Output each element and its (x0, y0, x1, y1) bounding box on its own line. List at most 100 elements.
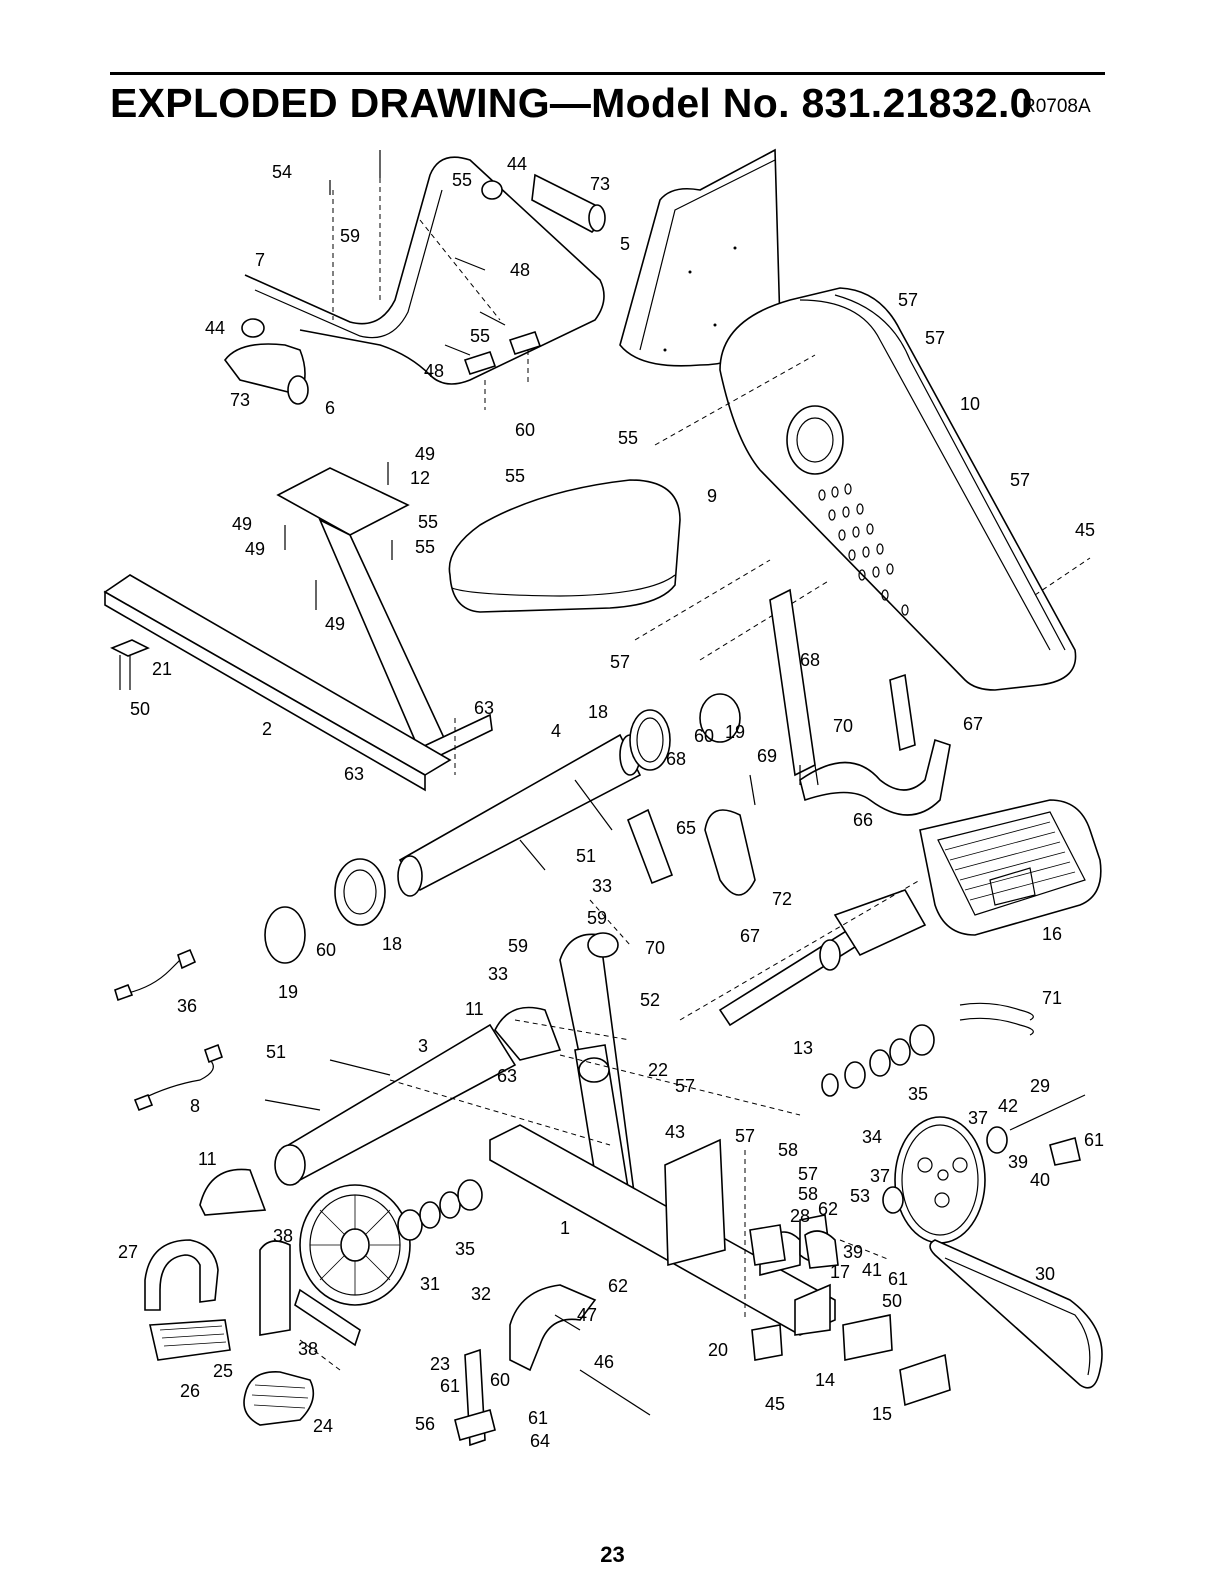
callout: 40 (1030, 1170, 1050, 1190)
callout: 18 (588, 702, 608, 722)
callout: 29 (1030, 1076, 1050, 1096)
callout: 59 (508, 936, 528, 956)
callout: 35 (908, 1084, 928, 1104)
callout: 24 (313, 1416, 333, 1436)
callout: 30 (1035, 1264, 1055, 1284)
callout: 12 (410, 468, 430, 488)
callout: 70 (833, 716, 853, 736)
callout: 15 (872, 1404, 892, 1424)
crank-pulley (294, 1184, 411, 1347)
callout: 57 (898, 290, 918, 310)
callout: 63 (344, 764, 364, 784)
callout: 21 (152, 659, 172, 679)
callout: 57 (610, 652, 630, 672)
base-frame (489, 1124, 836, 1336)
callout: 69 (757, 746, 777, 766)
callout: 11 (198, 1149, 217, 1169)
seat-cushion (448, 479, 681, 613)
callout: 66 (853, 810, 873, 830)
callout: 59 (587, 908, 607, 928)
callout: 61 (1084, 1130, 1104, 1150)
callout: 58 (798, 1184, 818, 1204)
callout: 68 (800, 650, 820, 670)
callout: 9 (707, 486, 717, 506)
bearing-set-lower (397, 1179, 483, 1241)
callout: 48 (424, 361, 444, 381)
callout: 73 (230, 390, 250, 410)
callout: 65 (676, 818, 696, 838)
callout: 55 (618, 428, 638, 448)
page-title: EXPLODED DRAWING—Model No. 831.21832.0 (110, 80, 1033, 126)
callout: 55 (415, 537, 435, 557)
callout: 49 (232, 514, 252, 534)
callout: 72 (772, 889, 792, 909)
callout: 17 (830, 1262, 850, 1282)
callout: 67 (740, 926, 760, 946)
callout: 67 (963, 714, 983, 734)
callout: 10 (960, 394, 980, 414)
callout: 4 (551, 721, 561, 741)
callout: 45 (765, 1394, 785, 1414)
callout: 50 (130, 699, 150, 719)
callout: 61 (528, 1408, 548, 1428)
callout: 23 (430, 1354, 450, 1374)
callout: 19 (278, 982, 298, 1002)
side-handles (626, 588, 951, 896)
callout: 32 (471, 1284, 491, 1304)
callout: 2 (262, 719, 272, 739)
pedals (144, 1239, 315, 1426)
callout: 50 (882, 1291, 902, 1311)
callout: 51 (266, 1042, 286, 1062)
callout: 20 (708, 1340, 728, 1360)
callout: 26 (180, 1381, 200, 1401)
callout: 1 (560, 1218, 570, 1238)
callout: 60 (694, 726, 714, 746)
callout: 37 (968, 1108, 988, 1128)
callout: 61 (888, 1269, 908, 1289)
callout: 61 (440, 1376, 460, 1396)
callout: 60 (515, 420, 535, 440)
callout: 28 (790, 1206, 810, 1226)
callout: 57 (925, 328, 945, 348)
callout: 43 (665, 1122, 685, 1142)
console-mast (679, 879, 927, 1027)
callout: 51 (576, 846, 596, 866)
upper-tube (264, 693, 741, 964)
drive-belt (929, 1239, 1103, 1389)
callout: 47 (577, 1305, 597, 1325)
callout: 3 (418, 1036, 428, 1056)
callout: 6 (325, 398, 335, 418)
callout: 46 (594, 1352, 614, 1372)
console (919, 799, 1102, 936)
main-tube (264, 1023, 517, 1186)
callout: 64 (530, 1431, 550, 1451)
callout: 33 (592, 876, 612, 896)
handlebar-assembly (223, 150, 606, 410)
callout: 54 (272, 162, 292, 182)
callout: 59 (340, 226, 360, 246)
assembly-guide-lines (299, 899, 891, 1371)
page-number: 23 (600, 1542, 625, 1567)
callout: 49 (325, 614, 345, 634)
callout: 63 (497, 1066, 517, 1086)
callout: 19 (725, 722, 745, 742)
callout: 39 (843, 1242, 863, 1262)
callout: 8 (190, 1096, 200, 1116)
callout: 58 (778, 1140, 798, 1160)
callout: 57 (1010, 470, 1030, 490)
callout: 68 (666, 749, 686, 769)
callout: 27 (118, 1242, 138, 1262)
callout: 25 (213, 1361, 233, 1381)
callout: 22 (648, 1060, 668, 1080)
header-rule (110, 72, 1105, 75)
callout: 36 (177, 996, 197, 1016)
callout: 49 (415, 444, 435, 464)
callout: 44 (507, 154, 527, 174)
callout: 55 (418, 512, 438, 532)
upright (199, 932, 636, 1216)
callout: 13 (793, 1038, 813, 1058)
callout: 57 (735, 1126, 755, 1146)
callout-labels: 54 55 44 73 59 7 48 5 44 55 48 73 6 60 5… (118, 154, 1104, 1451)
callout: 63 (474, 698, 494, 718)
